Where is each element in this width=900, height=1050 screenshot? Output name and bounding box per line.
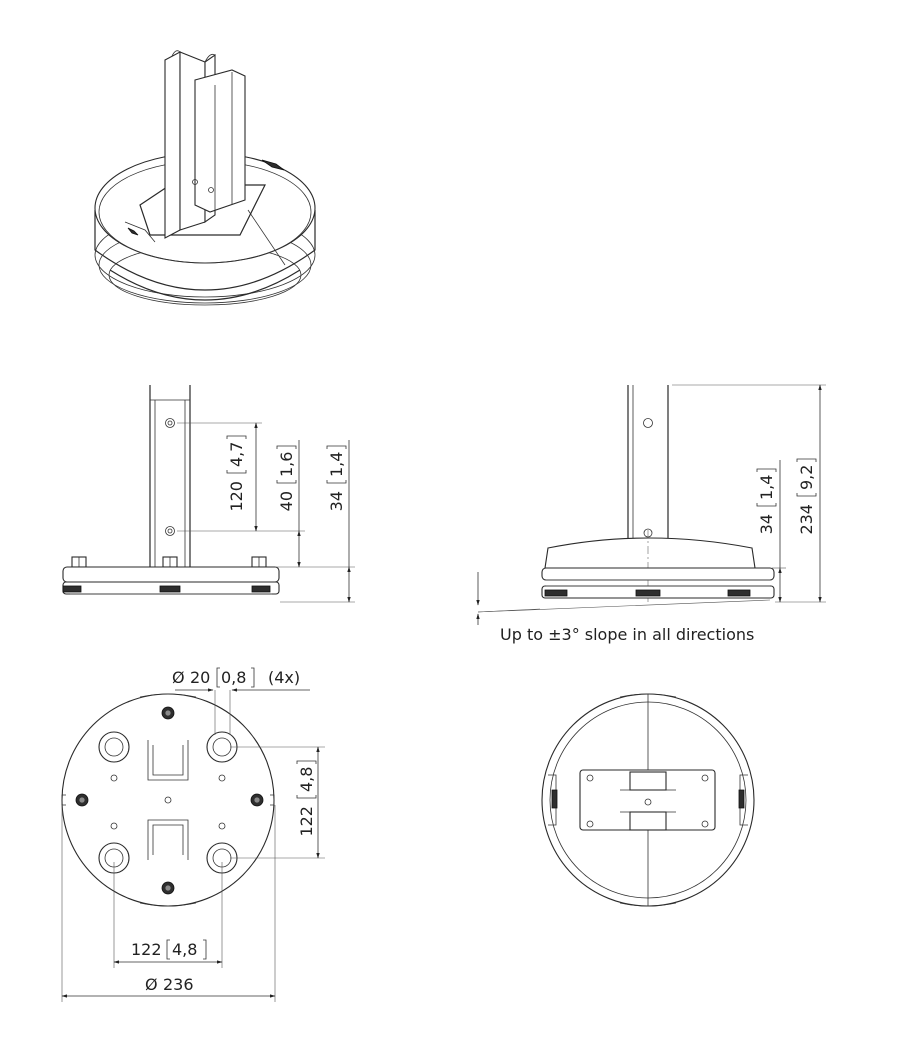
- svg-text:40: 40: [277, 491, 296, 511]
- svg-text:236: 236: [163, 975, 194, 994]
- svg-text:(4x): (4x): [268, 668, 300, 687]
- svg-text:4,8: 4,8: [297, 767, 316, 792]
- dim-bottom-horizontal: 122 4,8: [131, 939, 207, 960]
- svg-text:4,7: 4,7: [227, 442, 246, 467]
- dim-front-plate: 34 1,4: [326, 445, 347, 511]
- svg-text:122: 122: [297, 806, 316, 837]
- logo-right: [261, 159, 285, 171]
- svg-text:120: 120: [227, 481, 246, 512]
- svg-text:4,8: 4,8: [172, 940, 197, 959]
- svg-text:234: 234: [797, 504, 816, 535]
- dim-bottom-vertical: 122 4,8: [296, 760, 317, 837]
- bottom-plan-view: Ø 20 0,8 (4x) 122 4,8 122 4,8 Ø 236: [61, 667, 325, 1002]
- dim-side-total: 234 9,2: [796, 458, 817, 535]
- svg-text:Ø: Ø: [145, 975, 158, 994]
- logo-left: [124, 221, 156, 243]
- svg-text:34: 34: [327, 491, 346, 511]
- logo-right: [738, 774, 748, 826]
- svg-text:1,4: 1,4: [757, 475, 776, 500]
- top-plan-view: [541, 693, 755, 907]
- svg-text:20: 20: [190, 668, 210, 687]
- svg-text:1,4: 1,4: [327, 452, 346, 477]
- svg-text:9,2: 9,2: [797, 465, 816, 490]
- front-view: 120 4,7 40 1,6 34 1,4: [62, 385, 355, 603]
- dim-lower-hole: 40 1,6: [276, 445, 297, 511]
- svg-text:34: 34: [757, 514, 776, 534]
- svg-text:0,8: 0,8: [221, 668, 246, 687]
- slope-note: Up to ±3° slope in all directions: [500, 625, 754, 644]
- isometric-view: [94, 50, 316, 306]
- dim-side-plate: 34 1,4: [756, 468, 777, 534]
- logo-left: [548, 774, 558, 826]
- mounting-holes: [98, 731, 238, 874]
- dim-post-holes: 120 4,7: [226, 435, 247, 512]
- dim-base-diameter: Ø 236: [145, 975, 194, 994]
- svg-text:122: 122: [131, 940, 162, 959]
- svg-text:Ø: Ø: [172, 668, 185, 687]
- svg-text:1,6: 1,6: [277, 452, 296, 477]
- dim-hole-diameter: Ø 20 0,8 (4x): [172, 667, 300, 688]
- side-view: Up to ±3° slope in all directions 34 1,4…: [476, 384, 826, 644]
